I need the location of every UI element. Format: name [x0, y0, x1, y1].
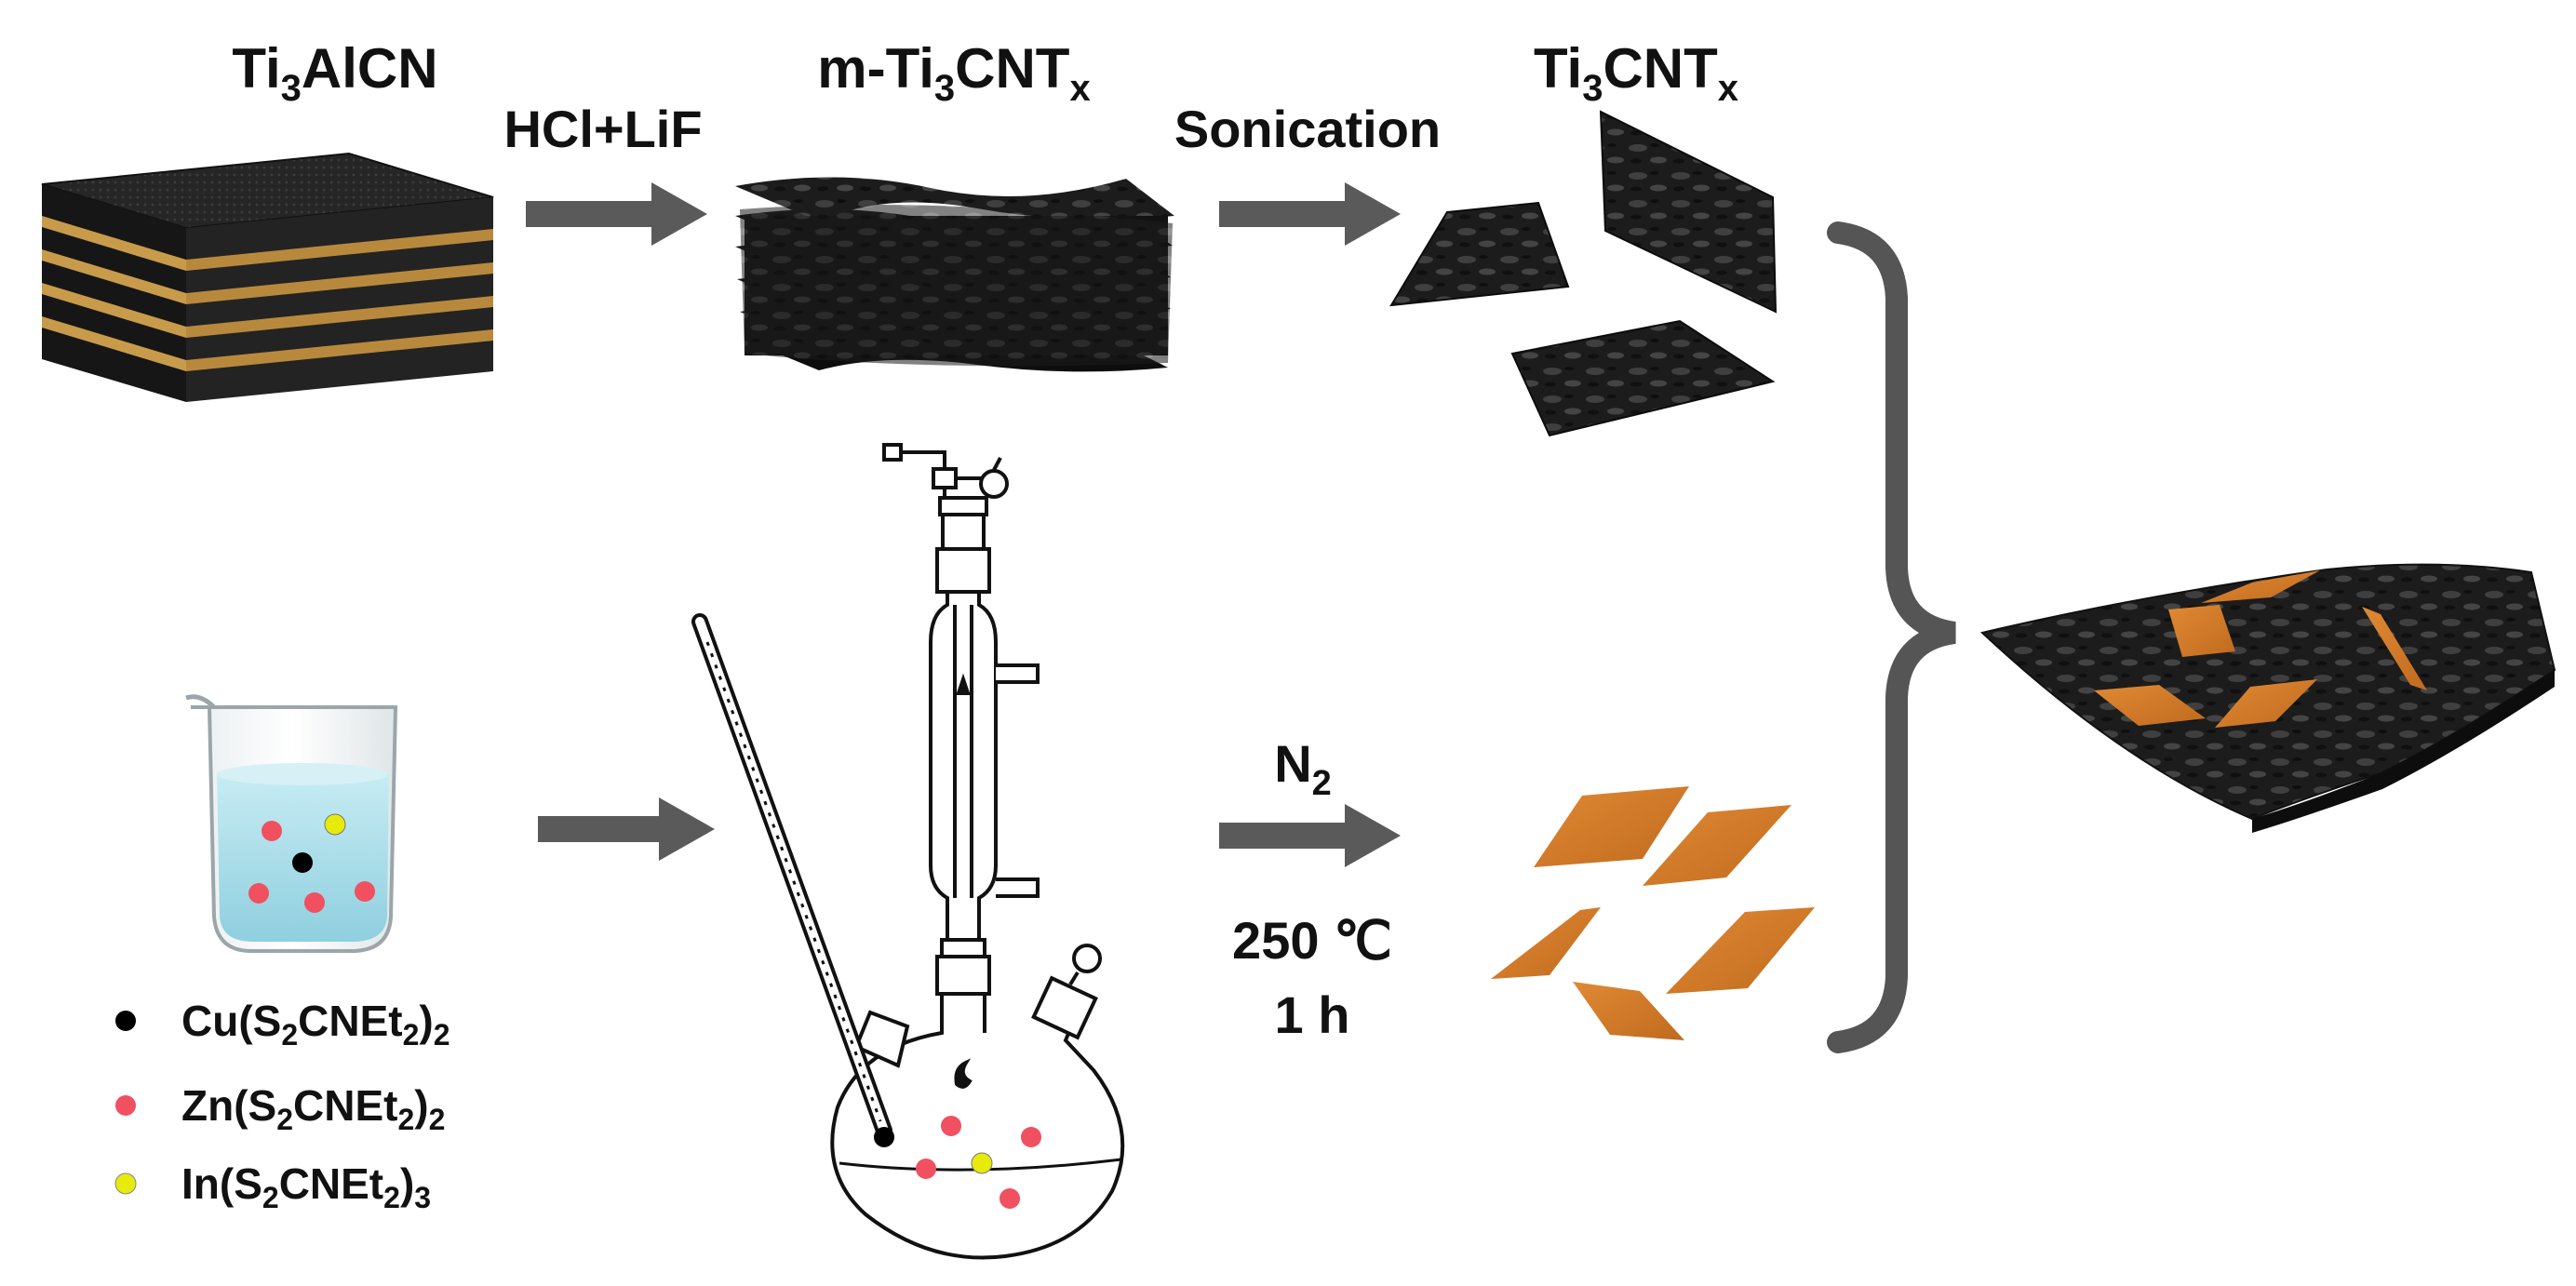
- mxene-czis-composite: [1979, 563, 2556, 833]
- in-precursor-dot: [324, 813, 346, 836]
- label-ti3cntx: Ti3CNTx: [1534, 37, 1738, 109]
- cu-precursor-dot: [874, 1127, 894, 1147]
- label-m-ti3cntx: m-Ti3CNTx: [817, 37, 1090, 109]
- zn-precursor-dot: [262, 821, 282, 841]
- label-temperature: 250 ℃: [1232, 911, 1392, 970]
- legend-label: In(S2CNEt2)3: [181, 1159, 431, 1214]
- legend-swatch: [114, 1172, 137, 1195]
- label-time: 1 h: [1275, 985, 1350, 1044]
- zn-precursor-dot: [355, 881, 375, 902]
- arrow-right-icon: [1219, 804, 1401, 867]
- label-ti3alcn: Ti3AlCN: [232, 37, 437, 109]
- beaker-icon: [185, 694, 398, 953]
- zn-precursor-dot: [1021, 1127, 1041, 1147]
- label-hcl-lif: HCl+LiF: [503, 100, 702, 158]
- curly-brace-icon: [1827, 221, 1957, 1053]
- thermometer-icon: [691, 613, 892, 1139]
- arrow-right-icon: [526, 182, 707, 246]
- label-n2: N2: [1274, 734, 1332, 803]
- legend-item-in: In(S2CNEt2)3: [114, 1159, 431, 1214]
- zn-precursor-dot: [941, 1116, 961, 1136]
- cu-precursor-dot: [292, 852, 313, 873]
- three-neck-flask-icon: [830, 443, 1125, 1260]
- legend-swatch: [115, 1011, 136, 1031]
- arrow-right-icon: [538, 797, 715, 861]
- zn-precursor-dot: [916, 1159, 936, 1179]
- label-sonication: Sonication: [1174, 100, 1441, 158]
- czis-nanoplates: [1491, 786, 1815, 1040]
- legend-label: Cu(S2CNEt2)2: [181, 997, 450, 1052]
- precursor-legend: Cu(S2CNEt2)2 Zn(S2CNEt2)2 In(S2CNEt2)3: [114, 997, 450, 1214]
- legend-item-cu: Cu(S2CNEt2)2: [115, 997, 450, 1052]
- zn-precursor-dot: [1000, 1188, 1020, 1209]
- in-precursor-dot: [971, 1152, 993, 1174]
- legend-swatch: [115, 1095, 136, 1116]
- legend-label: Zn(S2CNEt2)2: [181, 1081, 445, 1136]
- zn-precursor-dot: [248, 883, 269, 904]
- zn-precursor-dot: [304, 892, 325, 913]
- arrow-right-icon: [1219, 182, 1401, 246]
- legend-item-zn: Zn(S2CNEt2)2: [115, 1081, 445, 1136]
- delaminated-mxene-sheets: [1389, 110, 1778, 437]
- multilayer-mxene-stack: [735, 177, 1174, 372]
- flask-precursor-dots: [874, 1116, 1041, 1209]
- ti3alcn-layered-block: [41, 152, 494, 402]
